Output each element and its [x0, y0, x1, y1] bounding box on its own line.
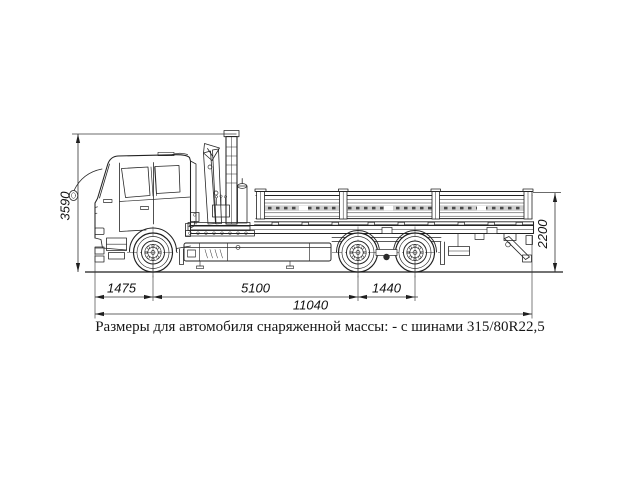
dim-label-overall-length: 11040	[293, 298, 329, 313]
taillight	[525, 235, 533, 245]
crane-cylinder	[237, 185, 248, 224]
rear-side-window	[154, 165, 181, 194]
dim-label-rear-bogie-base: 1440	[372, 281, 402, 296]
dim-label-wheelbase: 5100	[241, 281, 271, 296]
door-handle	[140, 206, 149, 210]
front-mudflap	[179, 248, 184, 265]
drawing-caption: Размеры для автомобиля снаряженной массы…	[95, 319, 545, 335]
headlight	[94, 227, 105, 235]
bogie-pivot	[383, 253, 390, 261]
dim-platform-height: 2200	[533, 192, 561, 272]
rear-underbody	[440, 233, 533, 265]
dim-overall-height: 3590	[58, 133, 237, 272]
dim-label-front-overhang: 1475	[107, 281, 137, 296]
crane-hook-block	[190, 212, 200, 222]
dim-label-platform-height: 2200	[535, 219, 550, 250]
rear-fenders	[336, 230, 437, 261]
roof-hatch	[157, 151, 175, 157]
dim-bottom-rows: 1475 5100 1440 11040	[94, 235, 533, 319]
crane-manipulator	[185, 130, 255, 237]
door-window	[121, 166, 151, 198]
truck-cab	[68, 151, 197, 265]
mirror-arm	[73, 168, 103, 191]
cargo-platform	[254, 188, 534, 226]
dim-label-overall-height: 3590	[58, 191, 73, 221]
fuel-tank	[183, 242, 332, 269]
crane-jib-tip	[203, 143, 220, 161]
front-wheel-arch	[128, 227, 178, 253]
rear-underride-guard	[503, 233, 532, 263]
